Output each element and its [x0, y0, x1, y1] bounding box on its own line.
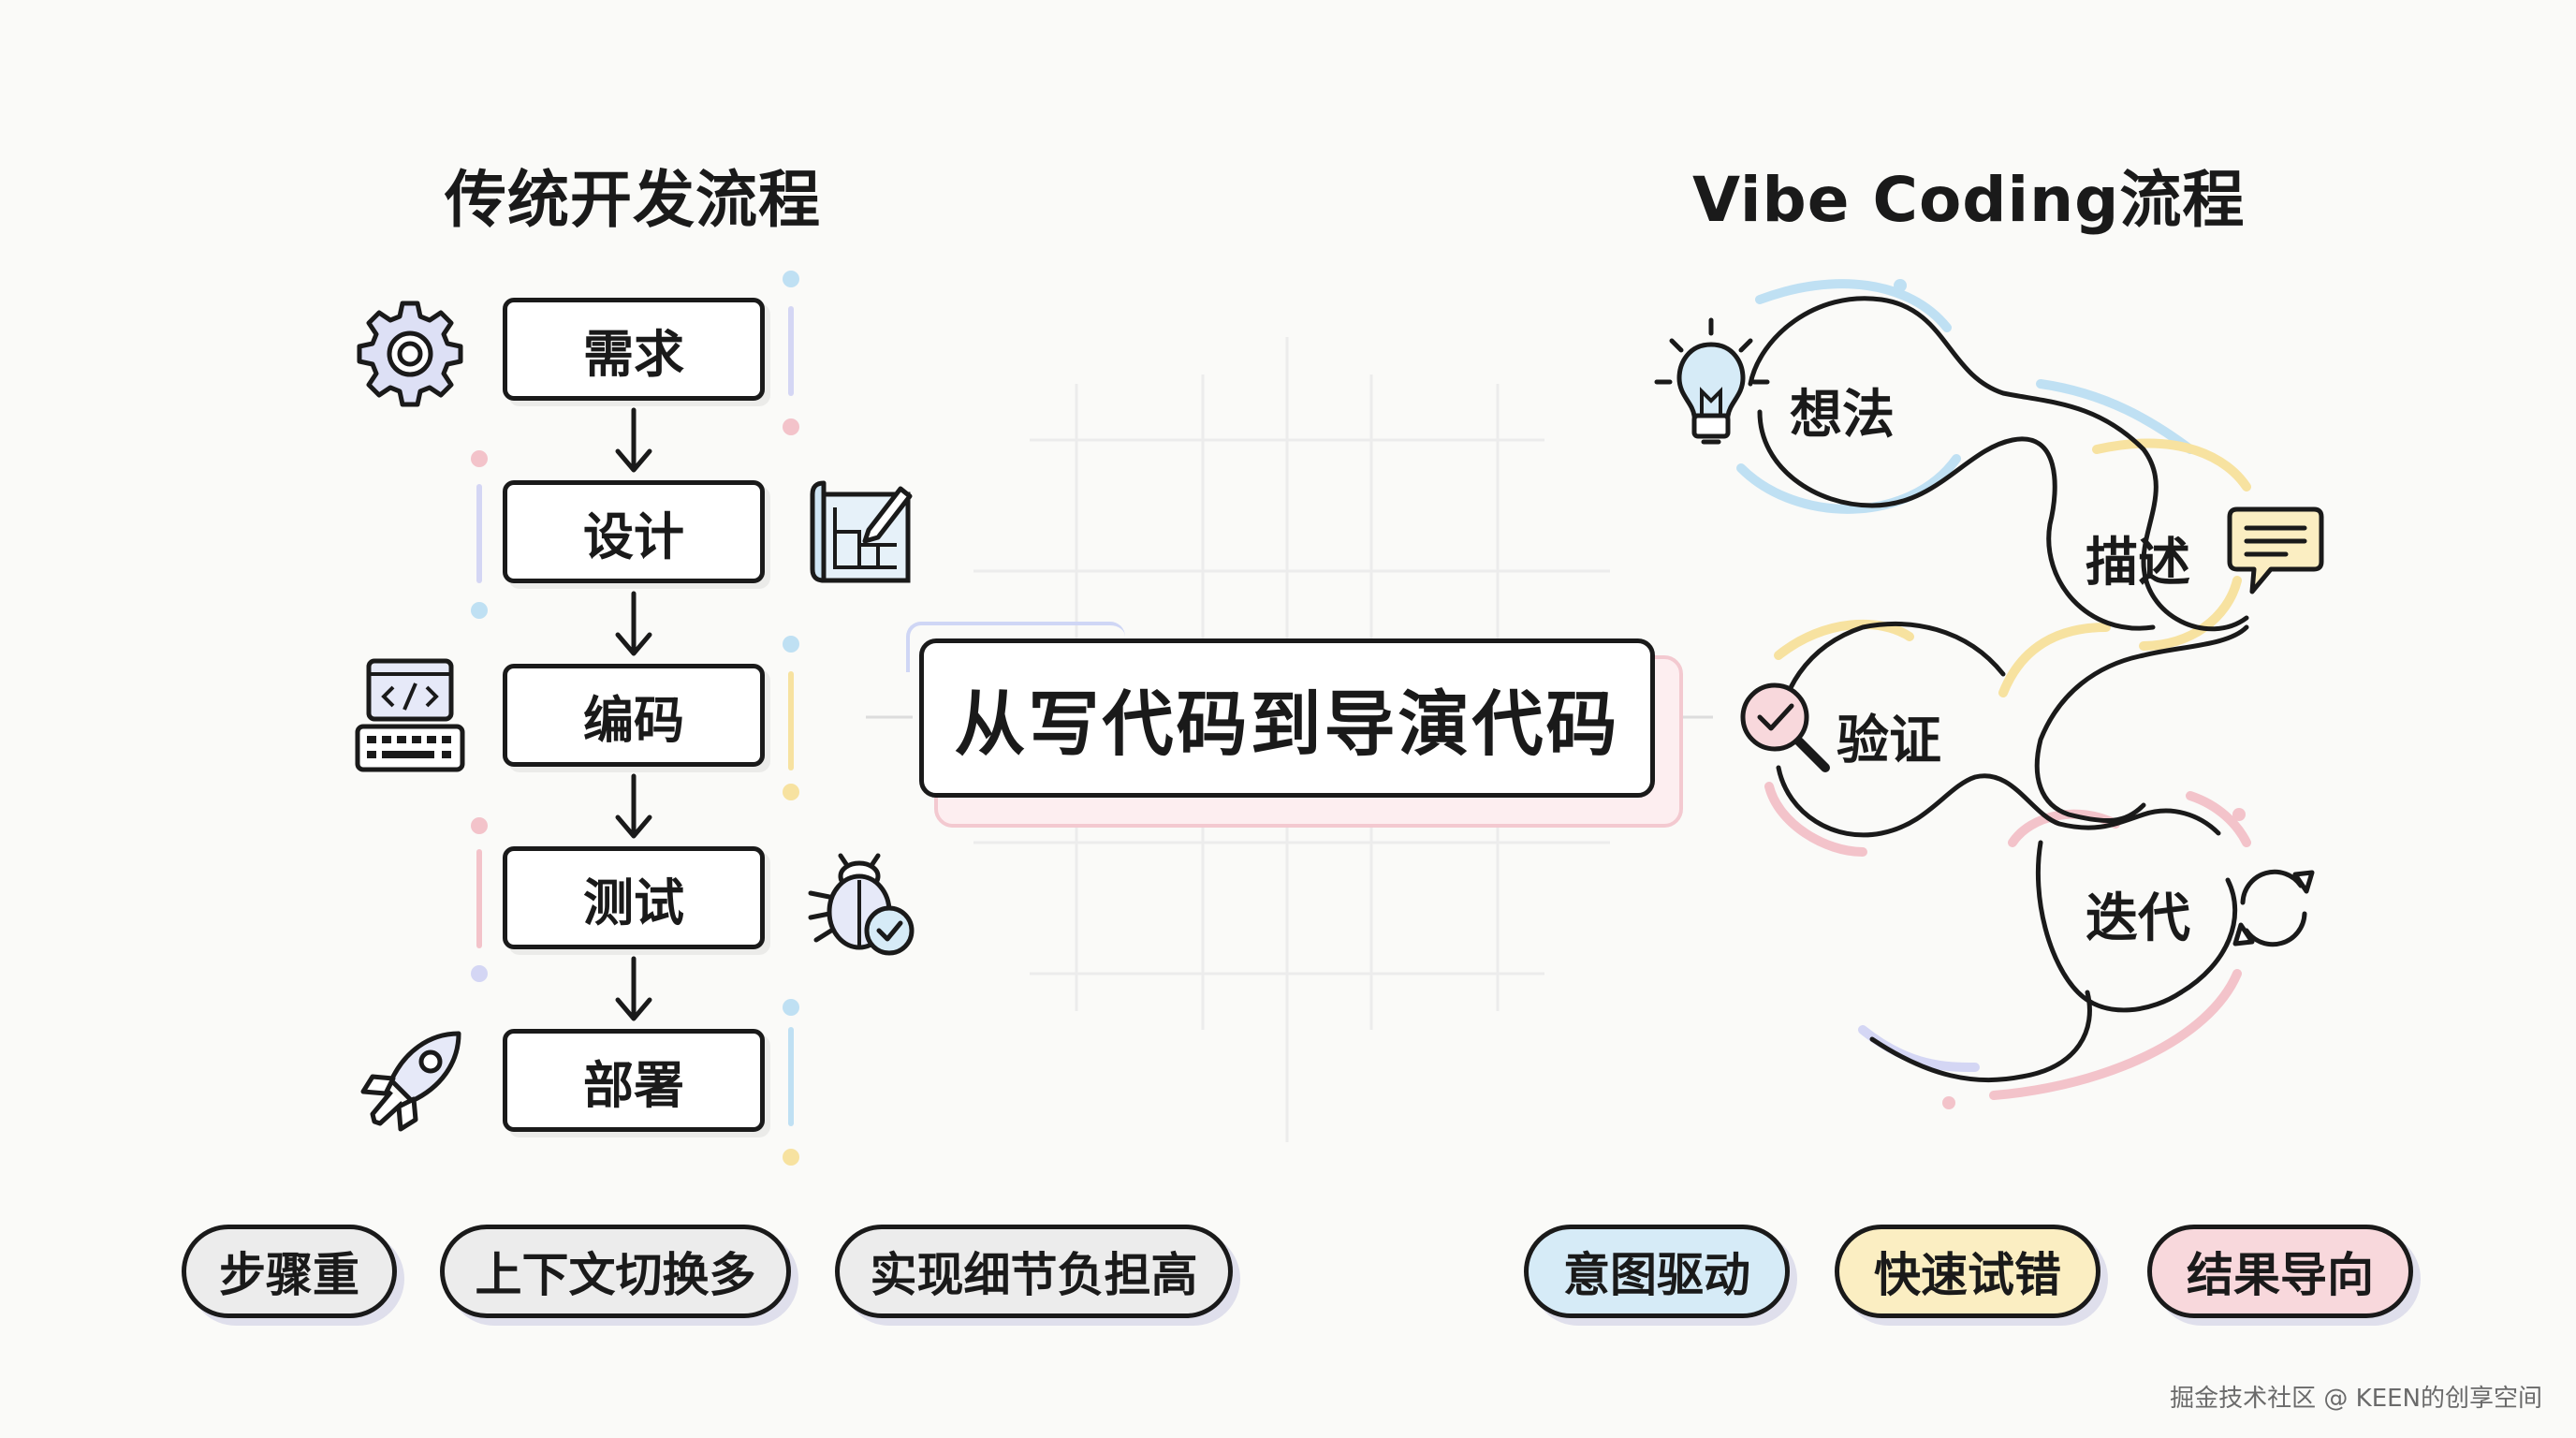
rocket-icon — [360, 1031, 461, 1132]
step-testing: 测试 — [503, 846, 765, 949]
central-slogan-card: 从写代码到导演代码 — [919, 638, 1655, 798]
tag-implementation-burden: 实现细节负担高 — [835, 1225, 1233, 1318]
magnifier-check-icon — [1740, 682, 1830, 772]
tag-heavy-steps: 步骤重 — [182, 1225, 397, 1318]
tag-result-oriented: 结果导向 — [2147, 1225, 2413, 1318]
gear-icon — [357, 301, 463, 407]
watermark: 掘金技术社区 @ KEEN的创享空间 — [2170, 1385, 2542, 1413]
refresh-icon — [2232, 869, 2315, 947]
blueprint-pencil-icon — [810, 480, 913, 583]
lightbulb-icon — [1654, 317, 1770, 445]
vibe-coding-flow-title: Vibe Coding流程 — [1692, 164, 2246, 236]
tag-intent-driven: 意图驱动 — [1524, 1225, 1790, 1318]
card-accent-outline — [906, 622, 1125, 672]
arrow-down-icon — [615, 591, 652, 656]
step-coding: 编码 — [503, 664, 765, 767]
node-verify: 验证 — [1837, 711, 1941, 771]
chat-bubble-icon — [2227, 506, 2324, 594]
step-design: 设计 — [503, 480, 765, 583]
bug-check-icon — [808, 853, 915, 956]
step-requirements: 需求 — [503, 298, 765, 401]
traditional-flow-title: 传统开发流程 — [445, 164, 821, 236]
tag-context-switching: 上下文切换多 — [440, 1225, 791, 1318]
node-iterate: 迭代 — [2086, 888, 2190, 949]
code-keyboard-icon — [355, 658, 465, 772]
tag-fast-iteration: 快速试错 — [1835, 1225, 2100, 1318]
node-idea: 想法 — [1790, 385, 1895, 446]
arrow-down-icon — [615, 773, 652, 839]
step-deploy: 部署 — [503, 1029, 765, 1132]
node-describe: 描述 — [2086, 533, 2190, 594]
arrow-down-icon — [615, 407, 652, 473]
arrow-down-icon — [615, 956, 652, 1021]
